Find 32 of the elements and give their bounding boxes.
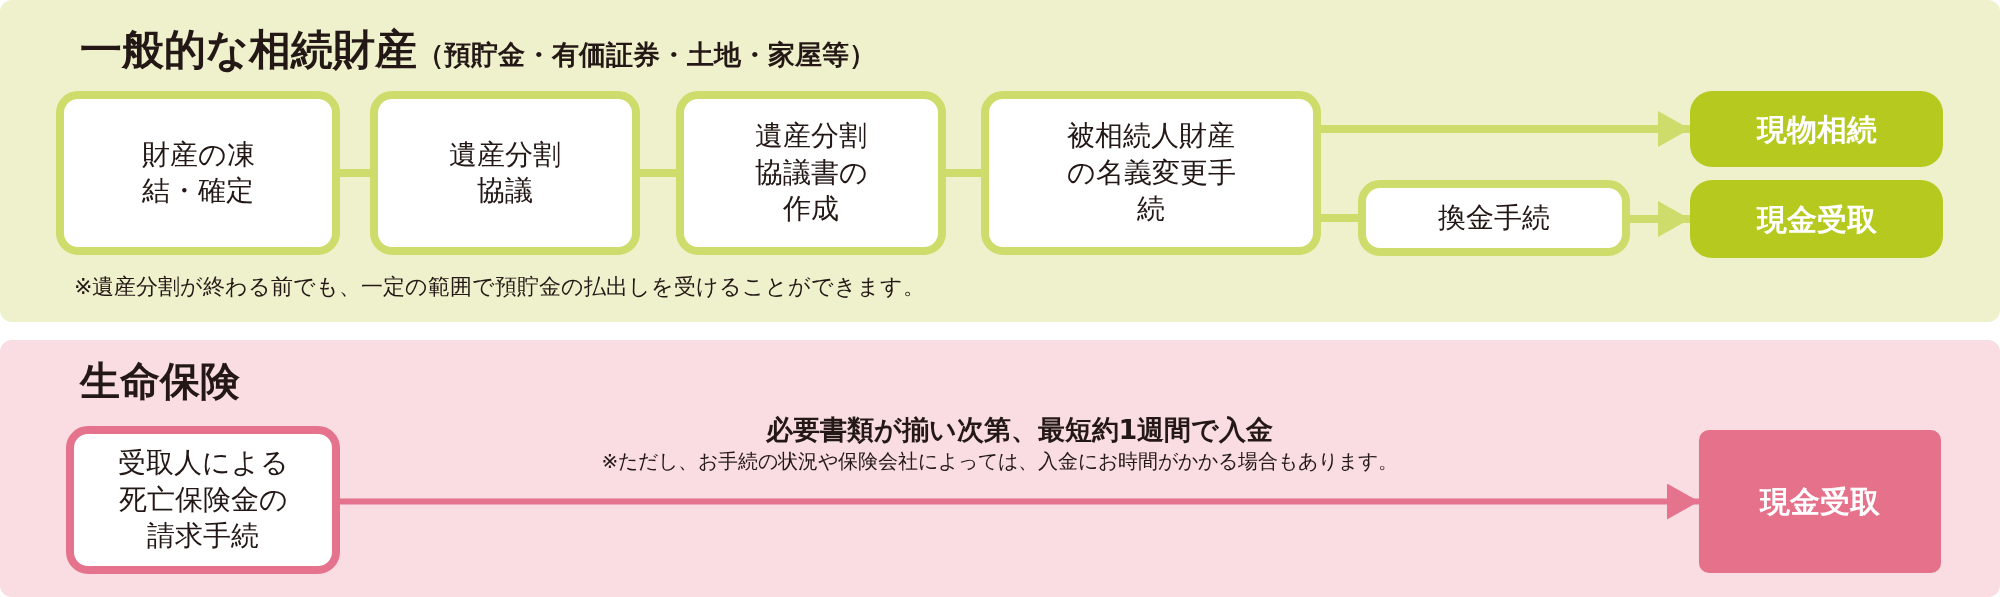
box-text: 現金受取 (1760, 483, 1880, 521)
result-box (1699, 430, 1941, 573)
process-box (66, 426, 340, 574)
connector-line (640, 169, 676, 177)
arrow (340, 483, 1699, 520)
box-text: 受取人による死亡保険金の請求手続 (116, 445, 290, 555)
section-heading: 生命保険 (80, 357, 240, 406)
edge-label: 必要書類が揃い次第、最短約1週間で入金 (765, 412, 1274, 447)
process-box (370, 91, 640, 255)
box-text: 換金手続 (1438, 199, 1550, 236)
section-panel (0, 340, 2000, 597)
process-box (56, 91, 340, 255)
result-box (1690, 180, 1943, 258)
arrow (1630, 201, 1690, 237)
connector-line (946, 169, 981, 177)
box-text: 現物相続 (1756, 110, 1877, 149)
box-text: 現金受取 (1756, 200, 1877, 239)
box-text: 被相続人財産の名義変更手続 (1065, 118, 1237, 228)
note-text: ※遺産分割が終わる前でも、一定の範囲で預貯金の払出しを受けることができます。 (74, 273, 926, 301)
process-box (1358, 180, 1630, 256)
arrow (1321, 111, 1690, 147)
result-box (1690, 91, 1943, 167)
connector-line (1321, 214, 1358, 222)
connector-line (340, 169, 370, 177)
section-heading: 一般的な相続財産（預貯金・有価証券・土地・家屋等） (80, 24, 876, 76)
process-box (676, 91, 946, 255)
section-panel (0, 0, 2000, 322)
box-text: 財産の凍結・確定 (140, 136, 256, 209)
process-box (981, 91, 1321, 255)
note-text: ※ただし、お手続の状況や保険会社によっては、入金にお時間がかかる場合もあります。 (601, 448, 1399, 475)
box-text: 遺産分割協議 (448, 136, 562, 209)
box-text: 遺産分割協議書の作成 (753, 118, 869, 228)
